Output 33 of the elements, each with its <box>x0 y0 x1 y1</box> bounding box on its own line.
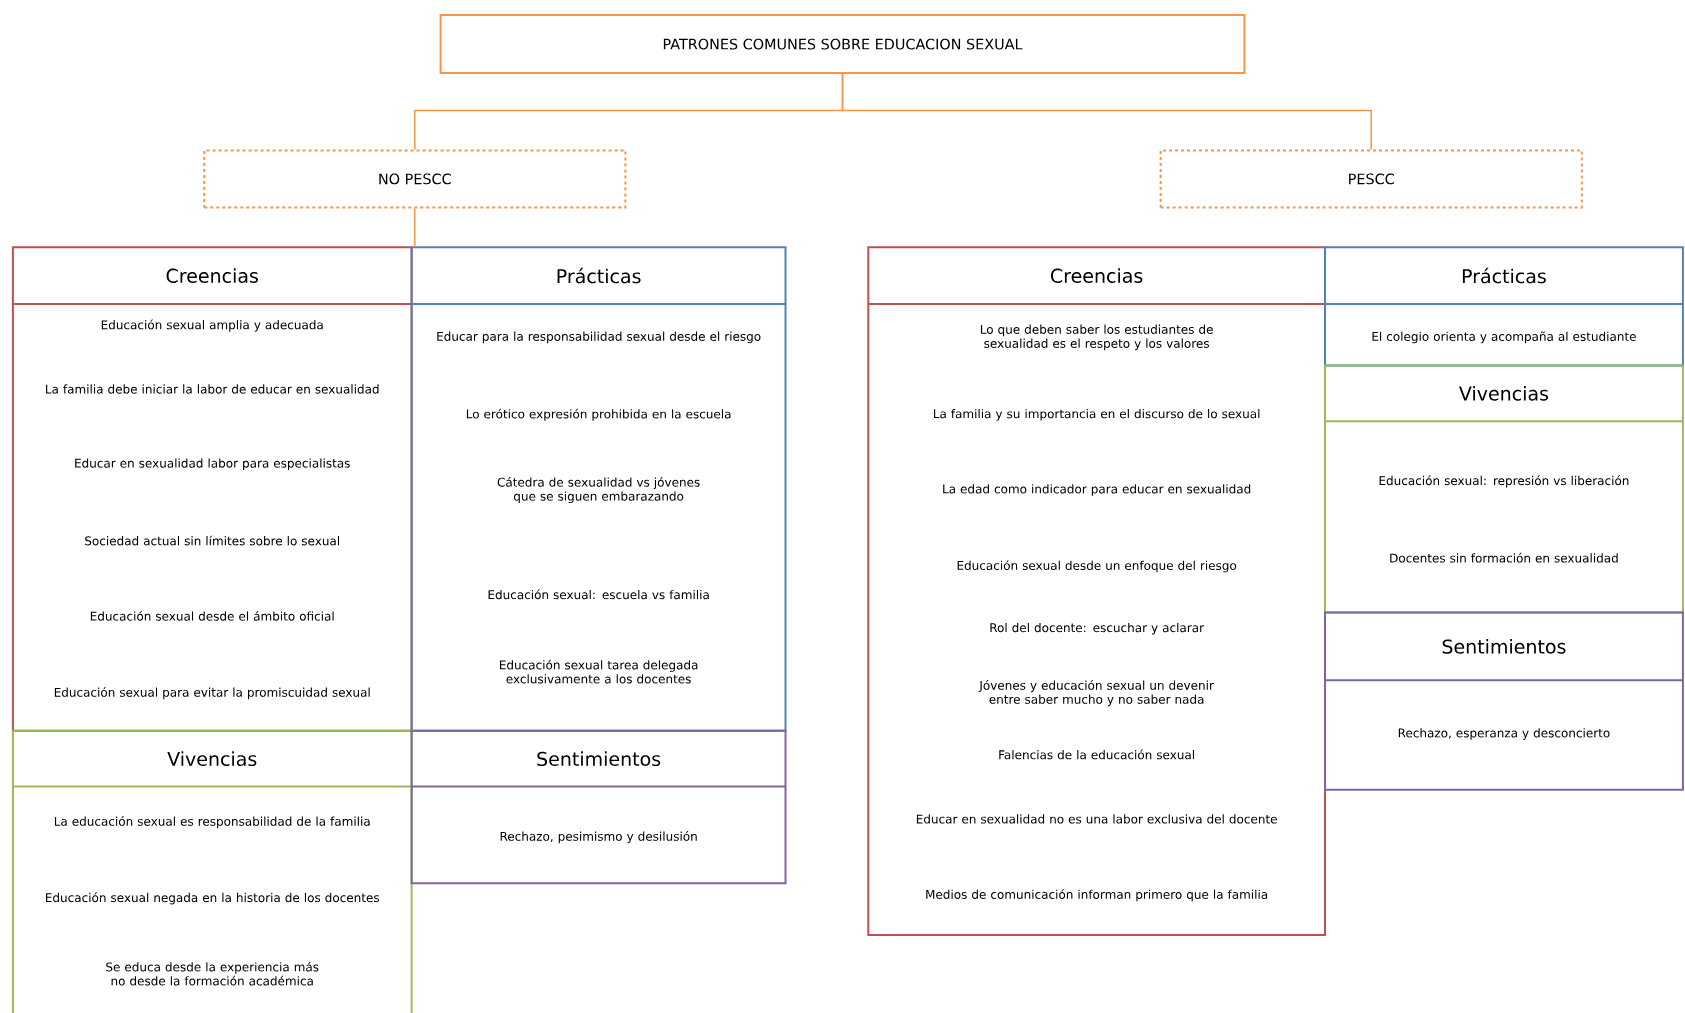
item-text: Educación sexual desde el ámbito oficial <box>90 610 334 621</box>
item-text: Cátedra de sexualidad vs jóvenes que se siguen embarazando <box>497 476 700 504</box>
item-text: Rechazo, pesimismo y desilusión <box>500 831 697 844</box>
connector-line <box>414 207 416 248</box>
item-text: Educación sexual negada en la historia de los docentes <box>46 892 380 905</box>
group-box: NO PESCC <box>203 149 627 209</box>
item-text: La familia y su importancia en el discurso de lo sexual <box>934 409 1260 421</box>
item-text: Educación sexual desde un enfoque del riesgo <box>957 560 1237 573</box>
item-text: Se educa desde la experiencia más no desde la formación académica <box>106 961 319 986</box>
item-text: Rechazo, esperanza y desconcierto <box>1398 728 1610 740</box>
item-text: La edad como indicador para educar en sexualidad <box>943 484 1251 496</box>
item-text: El colegio orienta y acompaña al estudiante <box>1372 331 1636 344</box>
item-text: Educación sexual tarea delegada exclusivamente a los docentes <box>500 659 698 684</box>
item-text: Lo que deben saber los estudiantes de sexualidad es el respeto y los valores <box>980 324 1213 351</box>
item-text: Rol del docente: escuchar y aclarar <box>990 622 1205 635</box>
item-text: La familia debe iniciar la labor de educar en sexualidad <box>46 384 379 394</box>
item-text: Educación sexual: represión vs liberación <box>1379 475 1629 488</box>
connector-line <box>841 73 1372 151</box>
item-text: La educación sexual es responsabilidad de la familia <box>54 816 370 829</box>
item-text: Sociedad actual sin límites sobre lo sexual <box>85 535 340 546</box>
item-text: Educar para la responsabilidad sexual desde el riesgo <box>437 331 761 344</box>
item-text: Educación sexual amplia y adecuada <box>101 319 323 332</box>
item-text: Docentes sin formación en sexualidad <box>1390 552 1618 563</box>
item-text: Lo erótico expresión prohibida en la escuela <box>466 408 731 421</box>
item-text: Educar en sexualidad labor para especialistas <box>75 458 350 470</box>
item-text: Educación sexual: escuela vs familia <box>488 589 709 600</box>
item-text: Jóvenes y educación sexual un devenir entre saber mucho y no saber nada <box>978 680 1214 707</box>
item-text: Educación sexual para evitar la promiscuidad sexual <box>54 687 370 700</box>
title-box: PATRONES COMUNES SOBRE EDUCACION SEXUAL <box>439 14 1246 75</box>
group-box: PESCC <box>1159 149 1583 209</box>
item-text: Educar en sexualidad no es una labor exclusiva del docente <box>916 814 1277 824</box>
item-text: Medios de comunicación informan primero que la familia <box>926 889 1268 902</box>
item-text: Falencias de la educación sexual <box>999 749 1194 760</box>
